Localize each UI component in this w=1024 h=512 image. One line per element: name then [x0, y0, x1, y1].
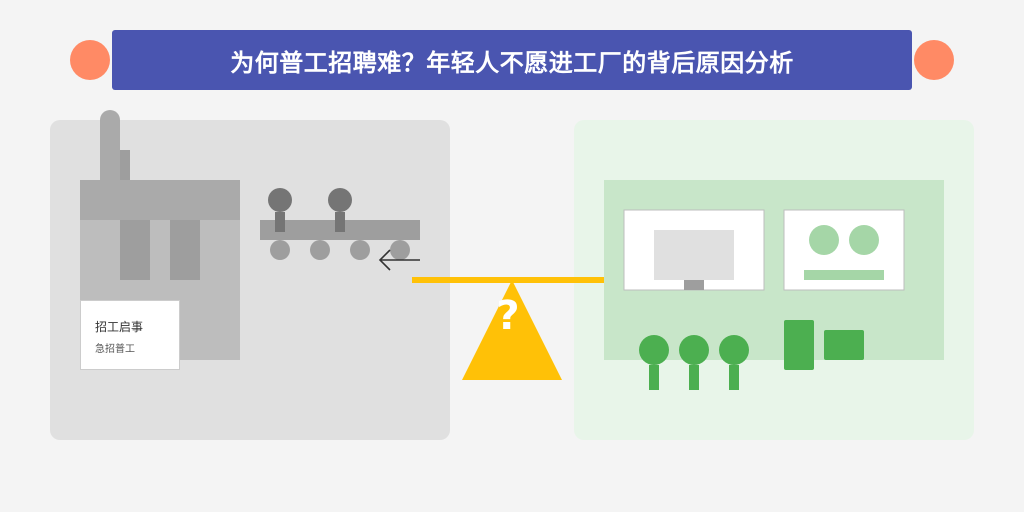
chimney-top [100, 110, 120, 130]
factory-pipe [120, 150, 130, 180]
factory-building [80, 110, 240, 360]
conveyor-wheel [350, 240, 370, 260]
monitor-screen [654, 230, 734, 280]
modern-devices [784, 320, 864, 370]
balance-fulcrum [462, 280, 562, 380]
left-arrow [378, 249, 420, 271]
conveyor-wheel [310, 240, 330, 260]
monitor-stand [684, 280, 704, 290]
factory-pillar-right [170, 220, 200, 280]
notice-title: 招工启事 [95, 320, 144, 334]
person-body [649, 365, 659, 390]
factory-roof [80, 180, 240, 220]
person-head [679, 335, 709, 365]
meeting-table [804, 270, 884, 280]
page-title: 为何普工招聘难？年轻人不愿进工厂的背后原因分析 [230, 48, 794, 77]
title-banner: 为何普工招聘难？年轻人不愿进工厂的背后原因分析 [112, 30, 912, 90]
laptop-icon [824, 330, 864, 360]
question-mark: ? [496, 293, 520, 339]
person-body [689, 365, 699, 390]
conveyor-wheel [270, 240, 290, 260]
colleague-avatar [849, 225, 879, 255]
modern-office [604, 180, 944, 360]
person-head [639, 335, 669, 365]
recruitment-notice: 招工启事 急招普工 [80, 300, 180, 370]
notice-subtitle: 急招普工 [95, 344, 135, 355]
balance-scale [412, 277, 612, 380]
person-head [719, 335, 749, 365]
worker-body [335, 212, 345, 232]
worker-body [275, 212, 285, 232]
factory-chimney [100, 120, 120, 180]
right-decor-circle [914, 40, 954, 80]
left-decor-circle [70, 40, 110, 80]
phone-icon [784, 320, 814, 370]
young-people [639, 335, 749, 390]
factory-pillar-left [120, 220, 150, 280]
worker-head [328, 188, 352, 212]
worker-head [268, 188, 292, 212]
colleague-avatar [809, 225, 839, 255]
conveyor-wheel [390, 240, 410, 260]
assembly-line [260, 188, 420, 260]
person-body [729, 365, 739, 390]
